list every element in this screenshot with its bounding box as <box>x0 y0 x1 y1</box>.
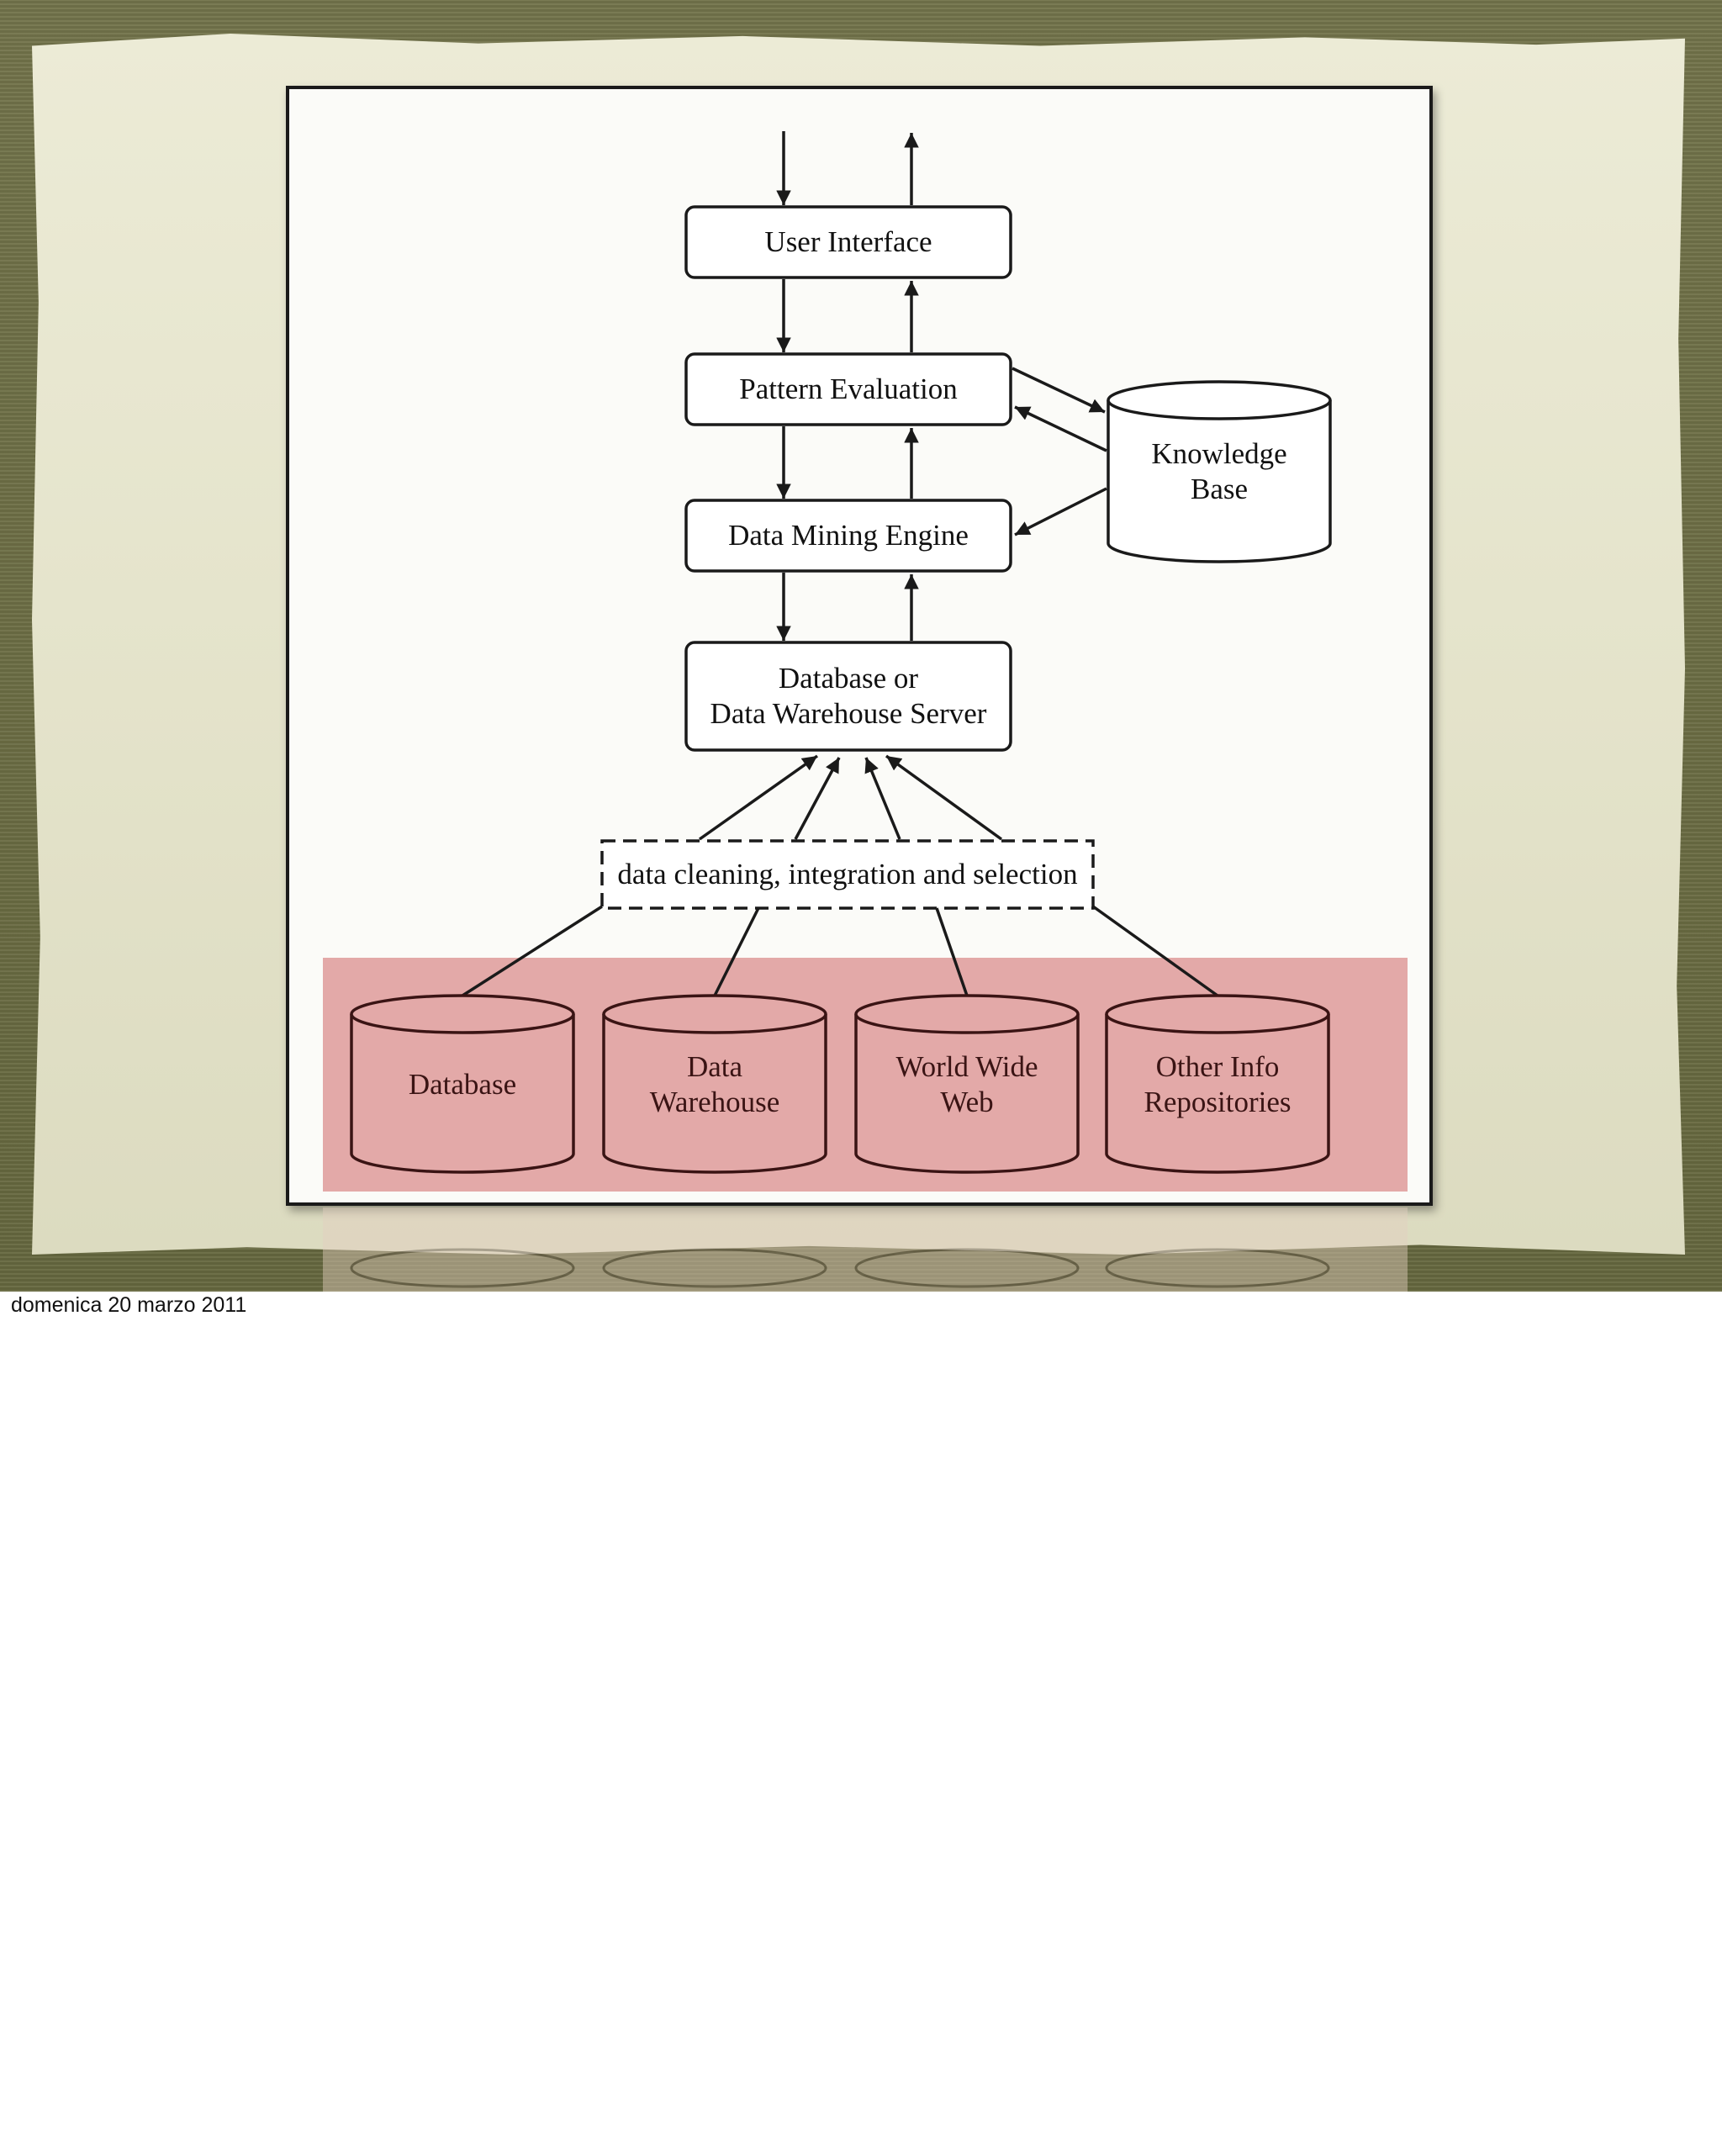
knowledge-base-line-2: Base <box>1190 473 1249 505</box>
arrow-clean-to-db-1 <box>698 754 819 841</box>
link-database <box>462 905 603 997</box>
source-label-line-1: Database <box>408 1068 517 1101</box>
data-mining-architecture-diagram <box>323 131 1408 1192</box>
database-cylinder <box>350 994 575 1174</box>
footer-date: domenica 20 marzo 2011 <box>11 1293 247 1317</box>
link-world-wide-web <box>935 907 969 996</box>
data-mining-engine-box <box>684 499 1012 573</box>
link-other-info <box>1091 905 1219 997</box>
source-label-world-wide-web: World Wide Web <box>895 1049 1038 1120</box>
source-label-other-info: Other Info Repositories <box>1144 1049 1292 1120</box>
database-server-line-1: Database or <box>778 662 919 695</box>
pattern-evaluation-label: Pattern Evaluation <box>739 373 958 405</box>
user-interface-label: User Interface <box>764 225 932 258</box>
arrow-clean-to-db-2 <box>794 757 841 840</box>
source-label-line-1: Other Info <box>1155 1050 1280 1083</box>
diagram-frame: User Interface Pattern Evaluation Data M… <box>286 86 1433 1206</box>
database-server-box <box>684 641 1012 752</box>
arrow-clean-to-db-3 <box>864 757 901 840</box>
other-info-cylinder <box>1105 994 1330 1174</box>
knowledge-base-label: Knowledge Base <box>1151 436 1286 507</box>
pattern-evaluation-box <box>684 352 1012 426</box>
arrow-kb-to-dme <box>1014 487 1107 536</box>
arrow-pe-to-kb <box>1012 367 1106 414</box>
world-wide-web-cylinder <box>854 994 1080 1174</box>
data-warehouse-cylinder <box>602 994 827 1174</box>
database-server-label: Database or Data Warehouse Server <box>710 661 987 732</box>
arrow-kb-to-pe <box>1014 405 1107 452</box>
knowledge-base-line-1: Knowledge <box>1151 437 1287 470</box>
source-label-data-warehouse: Data Warehouse <box>650 1049 780 1120</box>
knowledge-base-cylinder <box>1107 380 1332 563</box>
user-interface-box <box>684 205 1012 279</box>
slide: User Interface Pattern Evaluation Data M… <box>0 0 1722 1292</box>
slide-reflection <box>286 1207 1433 1292</box>
data-cleaning-label: data cleaning, integration and selection <box>617 858 1078 890</box>
source-label-line-2: Warehouse <box>649 1086 780 1118</box>
link-data-warehouse <box>713 907 760 996</box>
source-label-line-1: Data <box>686 1050 743 1083</box>
data-mining-engine-label: Data Mining Engine <box>728 519 969 552</box>
source-label-line-1: World Wide <box>895 1050 1038 1083</box>
source-label-line-2: Repositories <box>1144 1086 1292 1118</box>
data-cleaning-box <box>600 839 1095 910</box>
database-server-line-2: Data Warehouse Server <box>710 697 987 730</box>
source-label-line-2: Web <box>940 1086 994 1118</box>
source-label-database: Database <box>409 1067 516 1102</box>
arrow-clean-to-db-4 <box>885 754 1003 841</box>
